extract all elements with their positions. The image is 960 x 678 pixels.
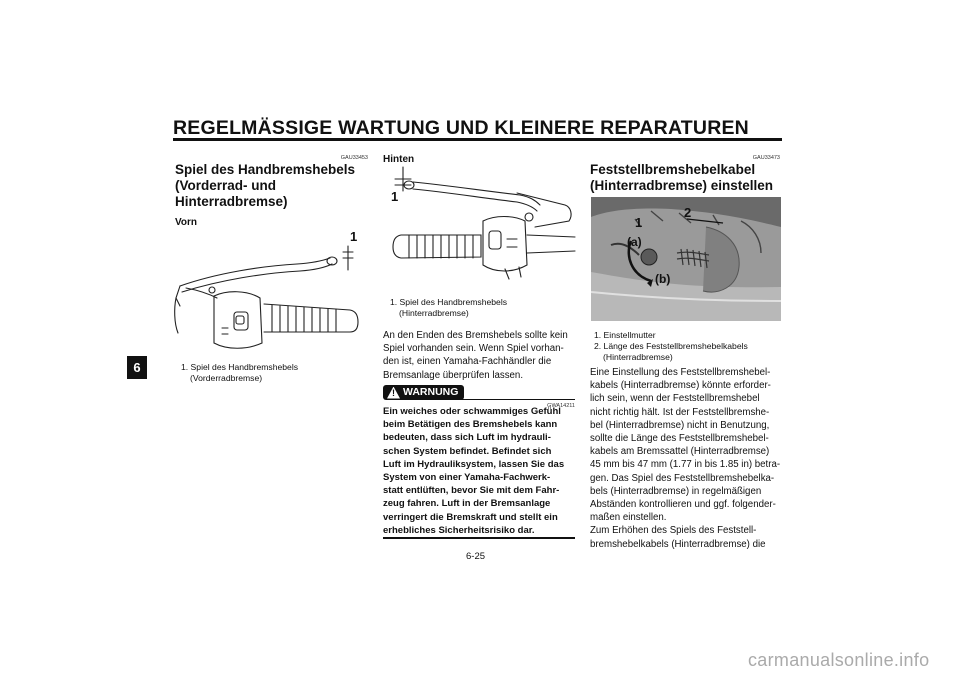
front-figure-label: 1	[350, 229, 358, 244]
warning-text: Ein weiches oder schwammiges Gefühl beim…	[383, 406, 565, 536]
watermark-logo: carmanualsonline.info	[748, 650, 930, 670]
warning-code: GWA14211	[547, 403, 575, 409]
section-title-cable: Feststellbremshebelkabel (Hinterradbrems…	[590, 162, 774, 193]
front-figure-caption: 1. Spiel des Handbremshebels (Vorderradb…	[181, 362, 299, 383]
cable-figure-label-b: (b)	[655, 272, 671, 286]
rear-figure-caption: 1. Spiel des Handbremshebels (Hinterradb…	[390, 297, 508, 318]
rear-brake-body-text: An den Enden des Bremshebels sollte kein…	[383, 330, 568, 381]
front-brake-lever-illustration	[174, 245, 359, 349]
subheading-rear: Hinten	[383, 154, 415, 165]
warning-top-rule	[448, 399, 575, 400]
cable-figure-label-2: 2	[684, 205, 692, 220]
cable-figure-label-1: 1	[635, 215, 643, 230]
cable-figure-caption: 1. Einstellmutter 2. Länge des Feststell…	[594, 330, 748, 362]
warning-triangle-icon: !	[387, 386, 400, 399]
header-rule	[173, 138, 782, 141]
page-number: 6-25	[466, 551, 486, 562]
warning-bottom-rule	[383, 537, 575, 539]
rear-brake-lever-illustration	[392, 166, 576, 280]
cable-figure-label-a: (a)	[627, 235, 642, 249]
subheading-front: Vorn	[175, 217, 198, 228]
rear-figure-label: 1	[391, 189, 399, 204]
page-title: REGELMÄSSIGE WARTUNG UND KLEINERE REPARA…	[173, 117, 749, 139]
parking-brake-cable-photo	[590, 197, 782, 321]
section-code-cable: GAU33473	[752, 155, 780, 161]
section-code: GAU33453	[340, 155, 368, 161]
section-title-handbrake: Spiel des Handbremshebels (Vorderrad- un…	[175, 162, 356, 209]
cable-body-text: Eine Einstellung des Feststellbremshebel…	[590, 367, 781, 550]
chapter-tab: 6	[127, 356, 147, 379]
warning-badge: ! WARNUNG	[383, 385, 465, 400]
